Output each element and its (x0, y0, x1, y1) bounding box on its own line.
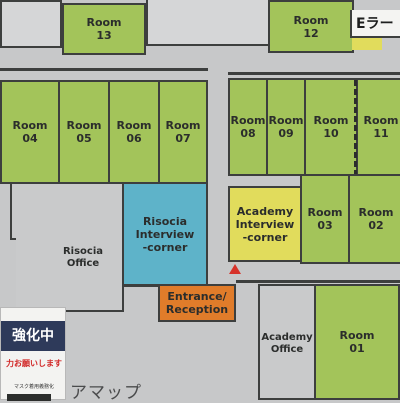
corner-yellow-strip (352, 38, 382, 50)
risocia-office-label: Risocia Office (62, 246, 104, 269)
room-06: Room 06 (108, 80, 160, 184)
risocia-interview-corner: Risocia Interview -corner (122, 182, 208, 286)
risocia-office-block (16, 182, 124, 312)
academy-interview-corner: Academy Interview -corner (228, 186, 302, 262)
sign-subline: 力お願いします (6, 359, 62, 368)
room-09: Room 09 (266, 78, 306, 176)
room-05: Room 05 (58, 80, 110, 184)
room-12: Room 12 (268, 0, 354, 53)
sign-headline: 強化中 (1, 321, 65, 351)
entrance-reception: Entrance/ Reception (158, 284, 236, 322)
corner-sign-label: Eラー (350, 10, 400, 38)
room-10: Room 10 (304, 78, 358, 176)
room-04: Room 04 (0, 80, 60, 184)
room-02: Room 02 (348, 174, 400, 264)
wall-top-right (228, 72, 400, 75)
top-left-corridor (0, 0, 62, 48)
wall-lower-right (236, 280, 400, 283)
top-hallway (146, 0, 270, 46)
room-08: Room 08 (228, 78, 268, 176)
room-13: Room 13 (62, 3, 146, 55)
room-10-11-dashed-divider (354, 80, 357, 176)
map-bottom-text: アマップ (70, 383, 142, 403)
sign-bottom-bar (7, 394, 51, 401)
current-location-marker-icon (229, 264, 241, 274)
room-11: Room 11 (356, 78, 400, 176)
wall-top-left (0, 68, 208, 71)
room-07: Room 07 (158, 80, 208, 184)
room-03: Room 03 (300, 174, 350, 264)
academy-office-block (258, 284, 316, 400)
sign-fine-print: マスク着用義務化 (13, 384, 54, 390)
notice-sign: 強化中 力お願いします マスク着用義務化 (0, 307, 66, 401)
academy-office-label: Academy Office (261, 332, 313, 355)
room-01: Room 01 (314, 284, 400, 400)
